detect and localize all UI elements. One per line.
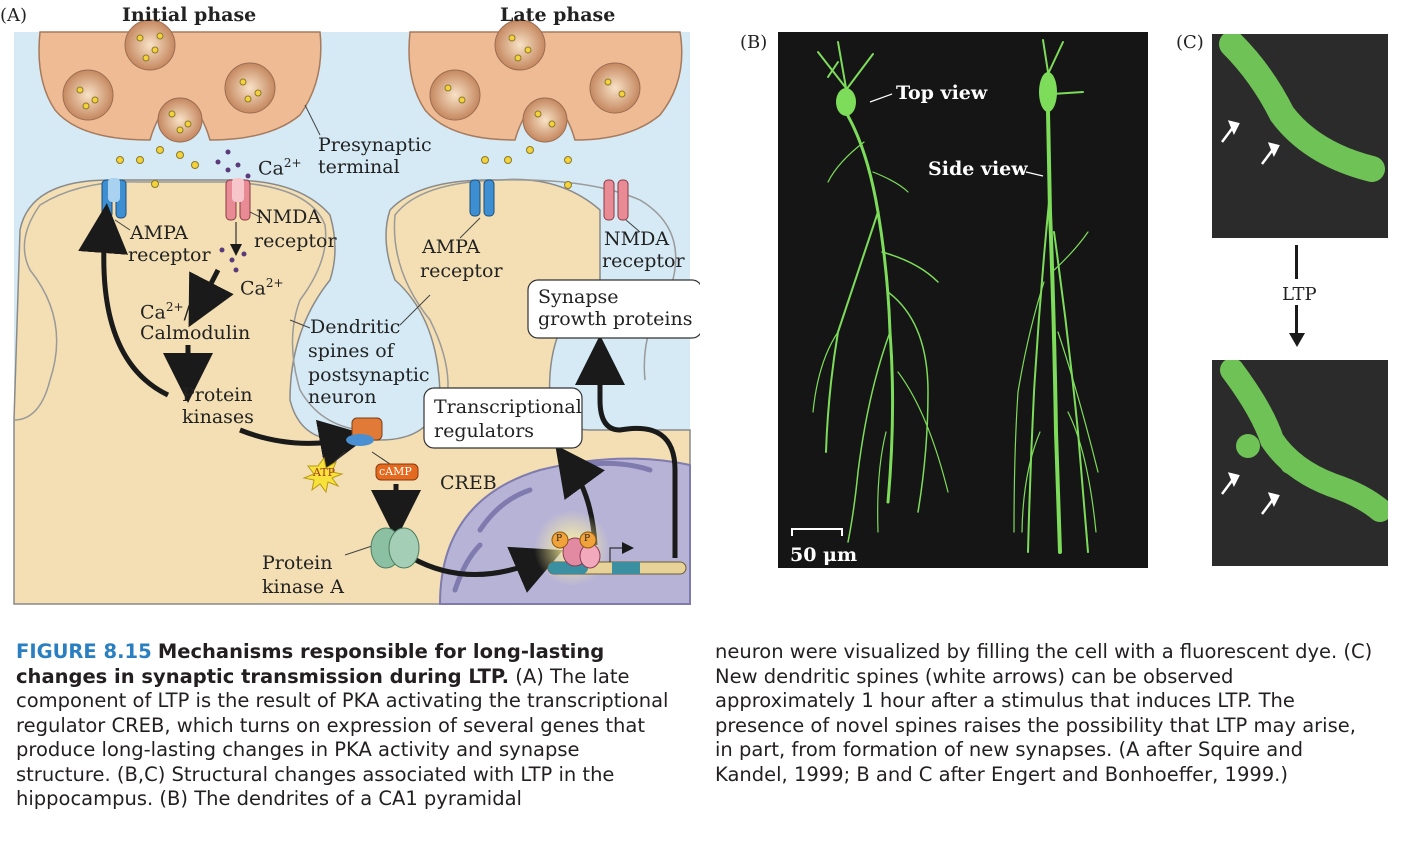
pka-label-1: Protein [262,552,333,574]
top-view-label: Top view [896,82,988,104]
caption-body-left: (A) The late component of LTP is the res… [16,664,669,811]
transcriptional-box [423,387,583,449]
arrow-kinases-to-ac [239,419,370,470]
late-ampa-2: receptor [420,260,503,282]
caption-body-right: neuron were visualized by filling the ce… [715,640,1373,786]
camp-label: cAMP [379,465,412,478]
ampa-label-2: receptor [128,244,211,266]
late-ampa-1: AMPA [422,236,480,258]
vesicles-late [429,19,641,143]
caption-right: neuron were visualized by filling the ce… [715,640,1375,787]
nmda-receptor-initial [225,178,251,221]
nmda-label-1: NMDA [256,206,322,228]
late-nmda-2: receptor [602,250,685,272]
dendritic-4: neuron [308,386,377,408]
figure-number: FIGURE 8.15 [16,640,152,663]
panel-a-diagram [13,19,700,605]
creb-protein [551,531,601,569]
panel-c-after-image [1212,360,1388,566]
nmda-label-2: receptor [254,230,337,252]
arrow-gene-to-synapse [575,335,678,558]
figure-title: Mechanisms responsible for long-lasting … [16,640,605,688]
late-nmda-1: NMDA [604,228,670,250]
pka-label-2: kinase A [262,576,344,598]
ampa-label-1: AMPA [130,222,188,244]
panel-a-letter: (A) [0,5,28,26]
protein-kinases-2: kinases [182,406,254,428]
dendritic-2: spines of [308,340,394,362]
arrow-kinases-to-ampa [78,203,170,398]
calmodulin-ca: Ca2+/ [140,300,190,324]
nmda-receptor-late [603,179,629,221]
ltp-label: LTP [1282,284,1317,305]
dendritic-3: postsynaptic [308,364,430,386]
panel-c-letter: (C) [1176,32,1204,53]
neuron-fluorescence [791,39,1099,554]
ampa-receptor-late [469,179,495,217]
atp-label: ATP [313,466,336,479]
arrow-pka-to-creb [410,546,563,593]
calcium-dots [215,149,251,273]
transcriptional-2: regulators [434,420,535,442]
arrow-ca-to-calmodulin [188,268,234,328]
phospho-p2: P [584,534,591,544]
presynaptic-label-1: Presynaptic [318,134,432,156]
dendritic-1: Dendritic [310,316,401,338]
panel-b-letter: (B) [740,32,768,53]
synapse-growth-box [527,279,700,339]
panel-b-image: Top view Side view 50 μm [778,32,1148,568]
scale-bar-label: 50 μm [790,544,858,566]
protein-kinases-1: Protein [182,384,253,406]
caption-left: FIGURE 8.15 Mechanisms responsible for l… [16,640,676,812]
ca-label: Ca2+ [258,156,302,180]
ltp-arrow-shaft-bottom [1295,305,1298,335]
synapse-growth-2: growth proteins [538,308,693,330]
phospho-p1: P [556,534,563,544]
neurotransmitter-dots [76,32,626,189]
adenylyl-cyclase [329,417,391,467]
ltp-arrowhead [1289,333,1305,347]
ca-label-2: Ca2+ [240,276,284,300]
calmodulin-label: Calmodulin [140,322,251,344]
synapse-growth-1: Synapse [538,286,619,308]
late-phase-title: Late phase [500,4,616,26]
initial-phase-title: Initial phase [122,4,257,26]
side-view-label: Side view [928,158,1028,180]
initial-spine-outline [13,181,361,431]
creb-label: CREB [440,472,497,494]
vesicles-initial [62,19,276,143]
transcriptional-1: Transcriptional [434,396,582,418]
panel-c-before-image [1212,34,1388,238]
presynaptic-label-2: terminal [318,156,400,178]
ltp-arrow-shaft-top [1295,245,1298,279]
panel-a: (A) Initial phase Late phase Ca2+ Presyn… [0,0,700,610]
atp-star [302,456,344,494]
camp-tag [375,463,419,481]
protein-kinase-a [370,527,420,569]
